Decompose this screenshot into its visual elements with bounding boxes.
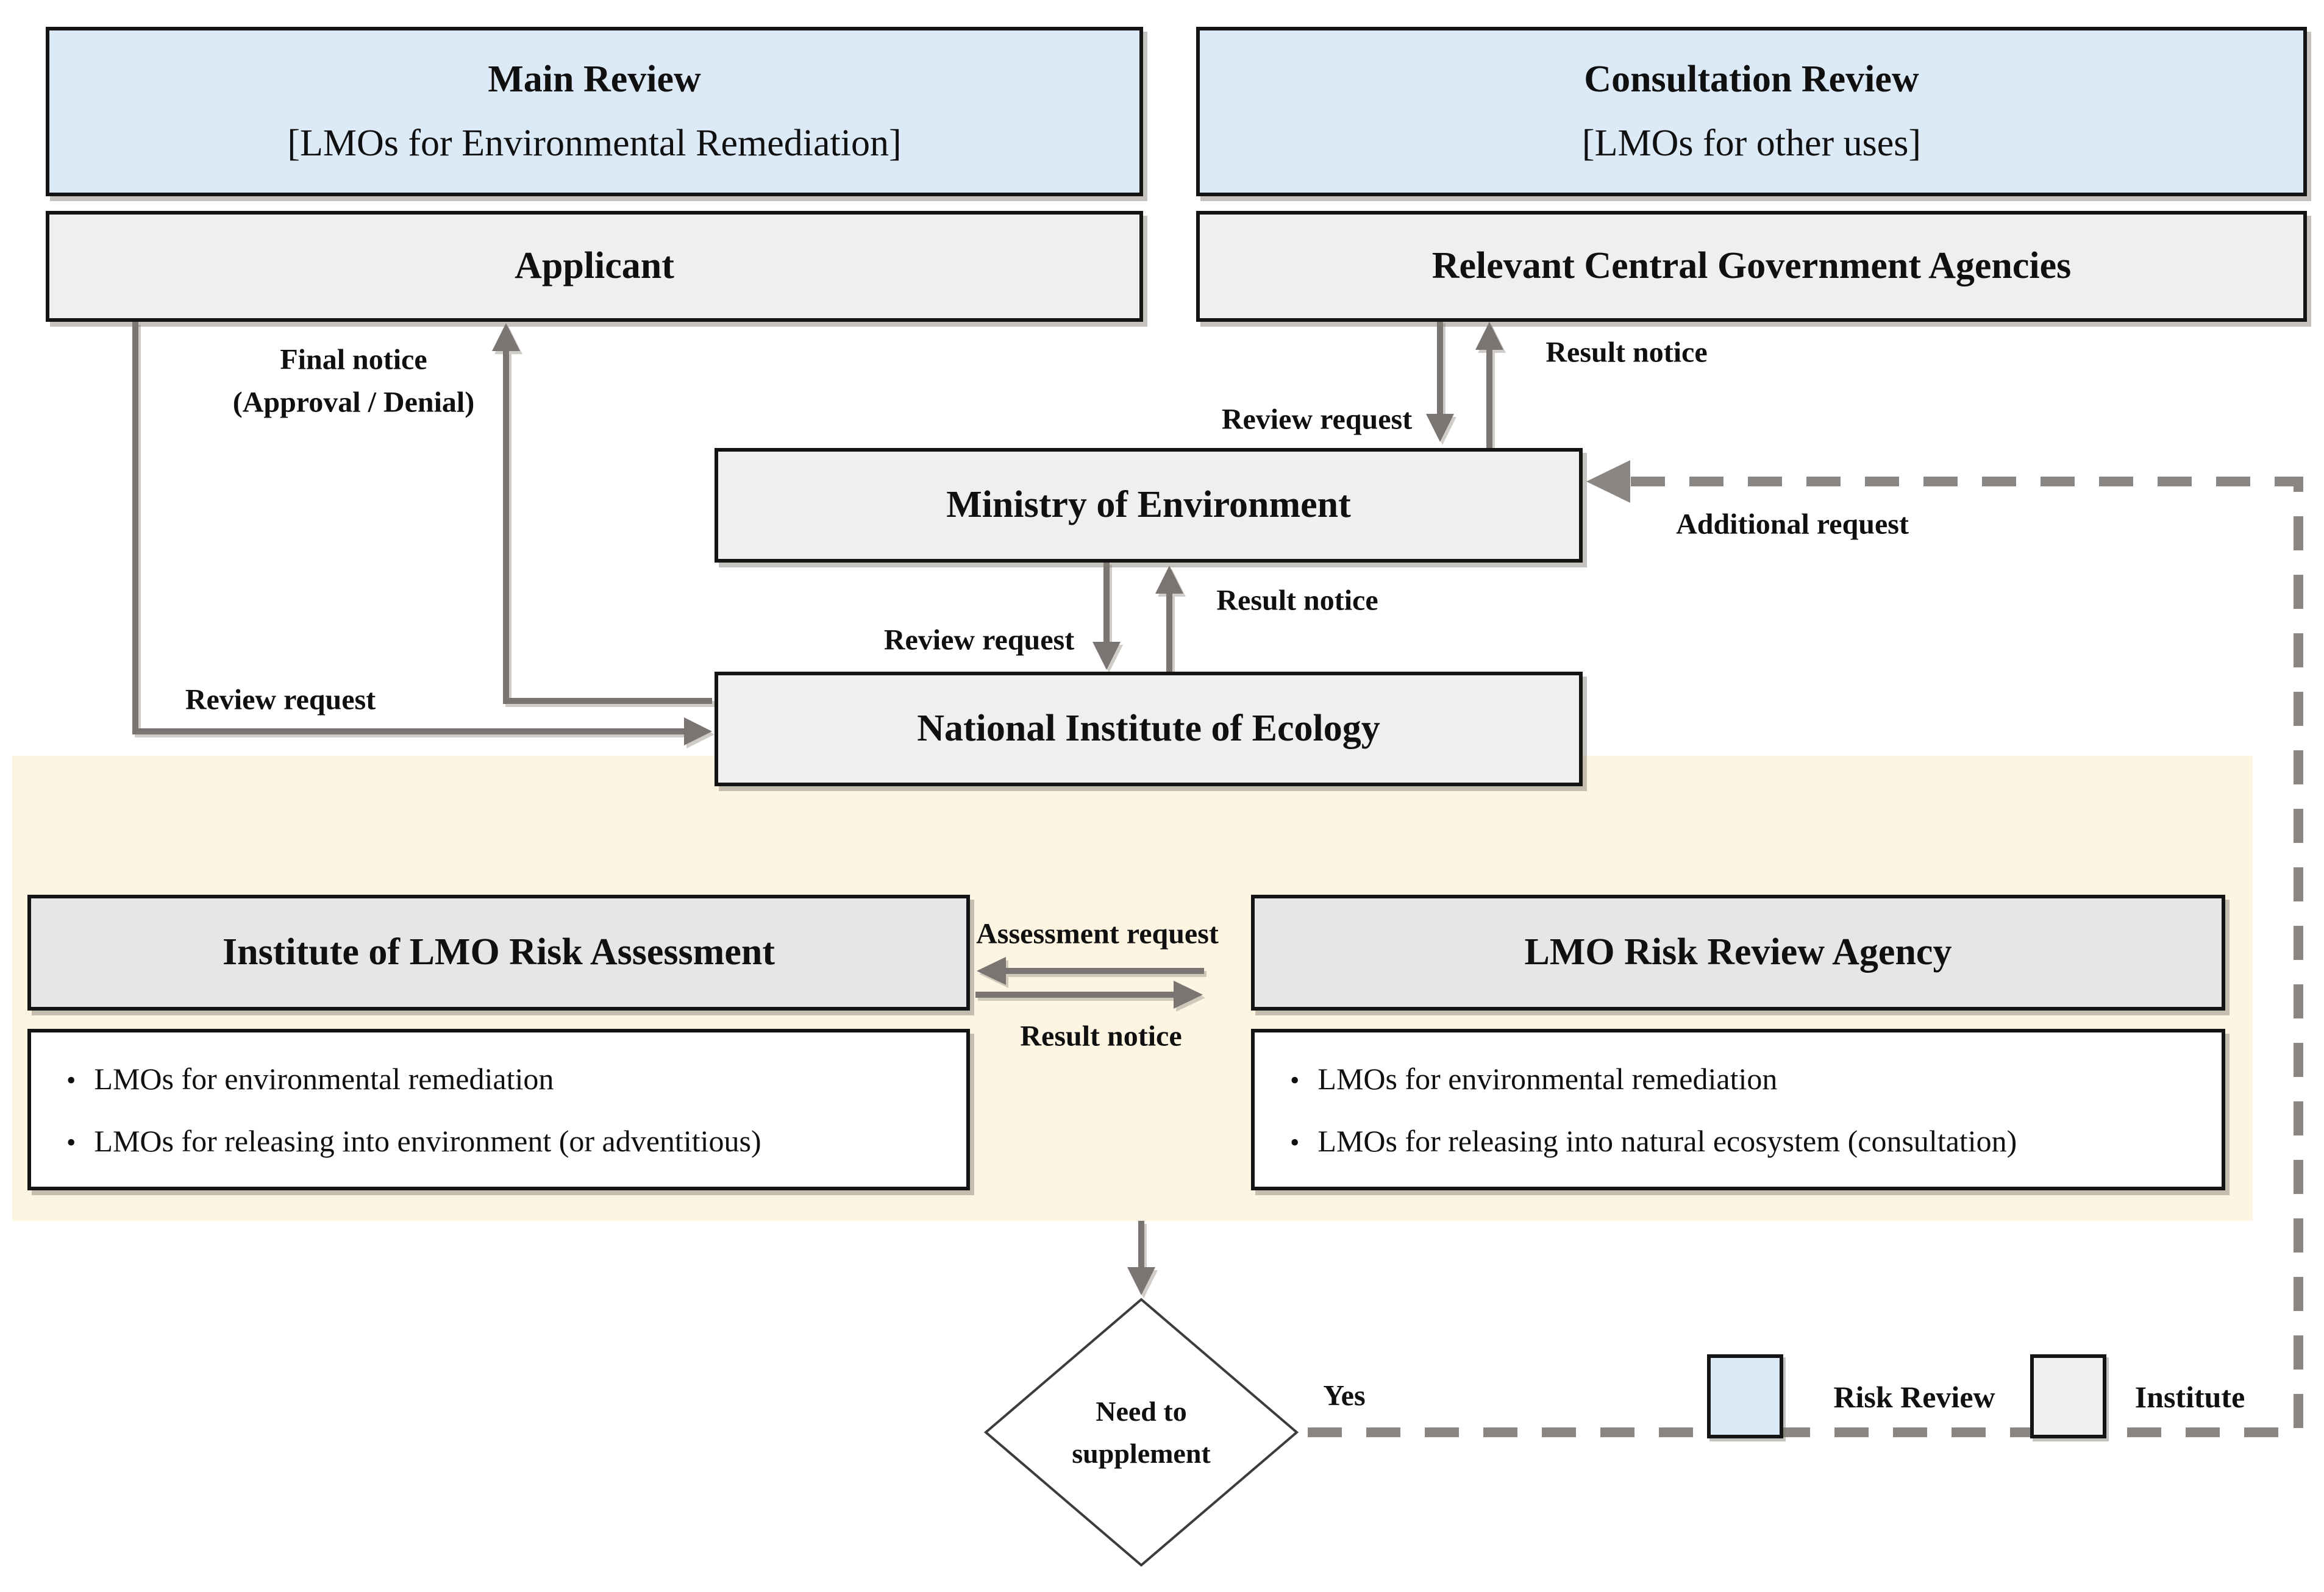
review-request-left-label: Review request bbox=[185, 683, 376, 716]
arrow-review-request-top bbox=[1426, 320, 1454, 442]
arrow-final-notice bbox=[492, 323, 712, 704]
lrra-bullet-2: LMOs for releasing into natural ecosyste… bbox=[1317, 1123, 2017, 1158]
box-institute-of-lmo-risk-assessment: Institute of LMO Risk Assessment bbox=[27, 895, 970, 1011]
applicant-title: Applicant bbox=[515, 245, 674, 287]
result-notice-between-label: Result notice bbox=[1020, 1020, 1182, 1053]
box-relevant-central-government-agencies: Relevant Central Government Agencies bbox=[1196, 211, 2307, 322]
lrra-bullet-1: LMOs for environmental remediation bbox=[1317, 1061, 1778, 1096]
ilra-title: Institute of LMO Risk Assessment bbox=[223, 931, 775, 973]
review-request-mid-label: Review request bbox=[883, 624, 1075, 656]
ilra-bullet-1: LMOs for environmental remediation bbox=[94, 1061, 554, 1096]
rcga-title: Relevant Central Government Agencies bbox=[1431, 245, 2072, 287]
main-review-title: Main Review bbox=[488, 58, 701, 100]
nie-title: National Institute of Ecology bbox=[917, 708, 1380, 750]
ministry-title: Ministry of Environment bbox=[946, 484, 1351, 526]
list-item: • LMOs for environmental remediation bbox=[1255, 1064, 2222, 1094]
main-review-subtitle: [LMOs for Environmental Remediation] bbox=[287, 123, 902, 164]
result-notice-top-label: Result notice bbox=[1545, 336, 1708, 369]
ilra-bullet-2: LMOs for releasing into environment (or … bbox=[94, 1123, 761, 1158]
box-applicant: Applicant bbox=[46, 211, 1143, 322]
list-item: • LMOs for releasing into environment (o… bbox=[31, 1126, 966, 1156]
arrow-review-request-mid bbox=[1092, 562, 1121, 670]
legend-swatch-risk-review bbox=[1707, 1354, 1783, 1438]
bullet-icon: • bbox=[1290, 1065, 1300, 1095]
bullet-icon: • bbox=[66, 1065, 76, 1095]
consultation-review-subtitle: [LMOs for other uses] bbox=[1581, 123, 1922, 164]
box-ministry-of-environment: Ministry of Environment bbox=[715, 448, 1583, 563]
additional-request-label: Additional request bbox=[1676, 508, 1909, 541]
final-notice-label-line2: (Approval / Denial) bbox=[232, 386, 475, 419]
legend-swatch-institute bbox=[2030, 1354, 2106, 1438]
box-consultation-review: Consultation Review [LMOs for other uses… bbox=[1196, 27, 2307, 196]
list-item: • LMOs for environmental remediation bbox=[31, 1064, 966, 1094]
arrow-result-notice-mid bbox=[1155, 566, 1183, 672]
yes-label: Yes bbox=[1323, 1379, 1366, 1412]
ilra-scope-list: • LMOs for environmental remediation • L… bbox=[27, 1029, 970, 1190]
list-item: • LMOs for releasing into natural ecosys… bbox=[1255, 1126, 2222, 1156]
box-lmo-risk-review-agency: LMO Risk Review Agency bbox=[1251, 895, 2225, 1011]
result-notice-mid-label: Result notice bbox=[1216, 584, 1378, 617]
bullet-icon: • bbox=[66, 1127, 76, 1157]
consultation-review-title: Consultation Review bbox=[1584, 58, 1919, 100]
box-main-review: Main Review [LMOs for Environmental Reme… bbox=[46, 27, 1143, 196]
legend-label-risk-review: Risk Review bbox=[1833, 1380, 1995, 1414]
decision-label: Need to supplement bbox=[1072, 1390, 1210, 1474]
bullet-icon: • bbox=[1290, 1127, 1300, 1157]
assessment-request-label: Assessment request bbox=[976, 917, 1219, 950]
box-national-institute-of-ecology: National Institute of Ecology bbox=[715, 672, 1583, 786]
lrra-title: LMO Risk Review Agency bbox=[1524, 931, 1952, 973]
decision-label-line1: Need to bbox=[1096, 1396, 1187, 1427]
lrra-scope-list: • LMOs for environmental remediation • L… bbox=[1251, 1029, 2225, 1190]
decision-label-line2: supplement bbox=[1072, 1438, 1211, 1469]
arrow-result-notice-top bbox=[1475, 322, 1503, 448]
legend-label-institute: Institute bbox=[2134, 1380, 2245, 1414]
arrow-to-decision bbox=[1127, 1221, 1155, 1295]
review-request-top-label: Review request bbox=[1221, 403, 1413, 436]
final-notice-label-line1: Final notice bbox=[280, 343, 427, 376]
